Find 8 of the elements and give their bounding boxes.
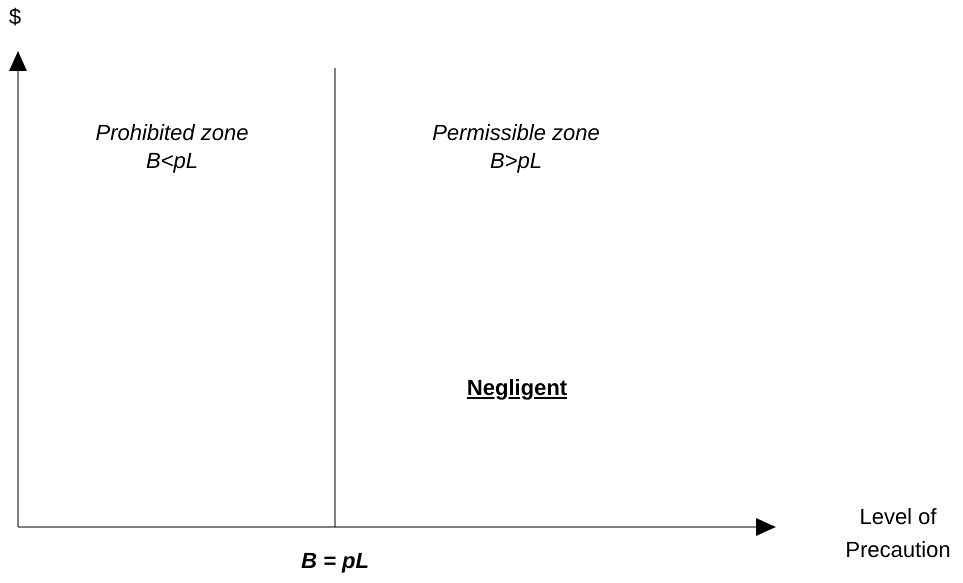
- inequality-label: B<pL: [146, 148, 198, 174]
- inequality-label: B>pL: [490, 148, 542, 174]
- equation-label: B = pL: [301, 548, 369, 574]
- zone-label: Permissible zone: [432, 120, 600, 146]
- axis-label: $: [8, 4, 22, 30]
- zone-label: Prohibited zone: [96, 120, 248, 146]
- axis-label: Level of Precaution: [844, 503, 952, 564]
- verdict-label: Negligent: [466, 375, 568, 401]
